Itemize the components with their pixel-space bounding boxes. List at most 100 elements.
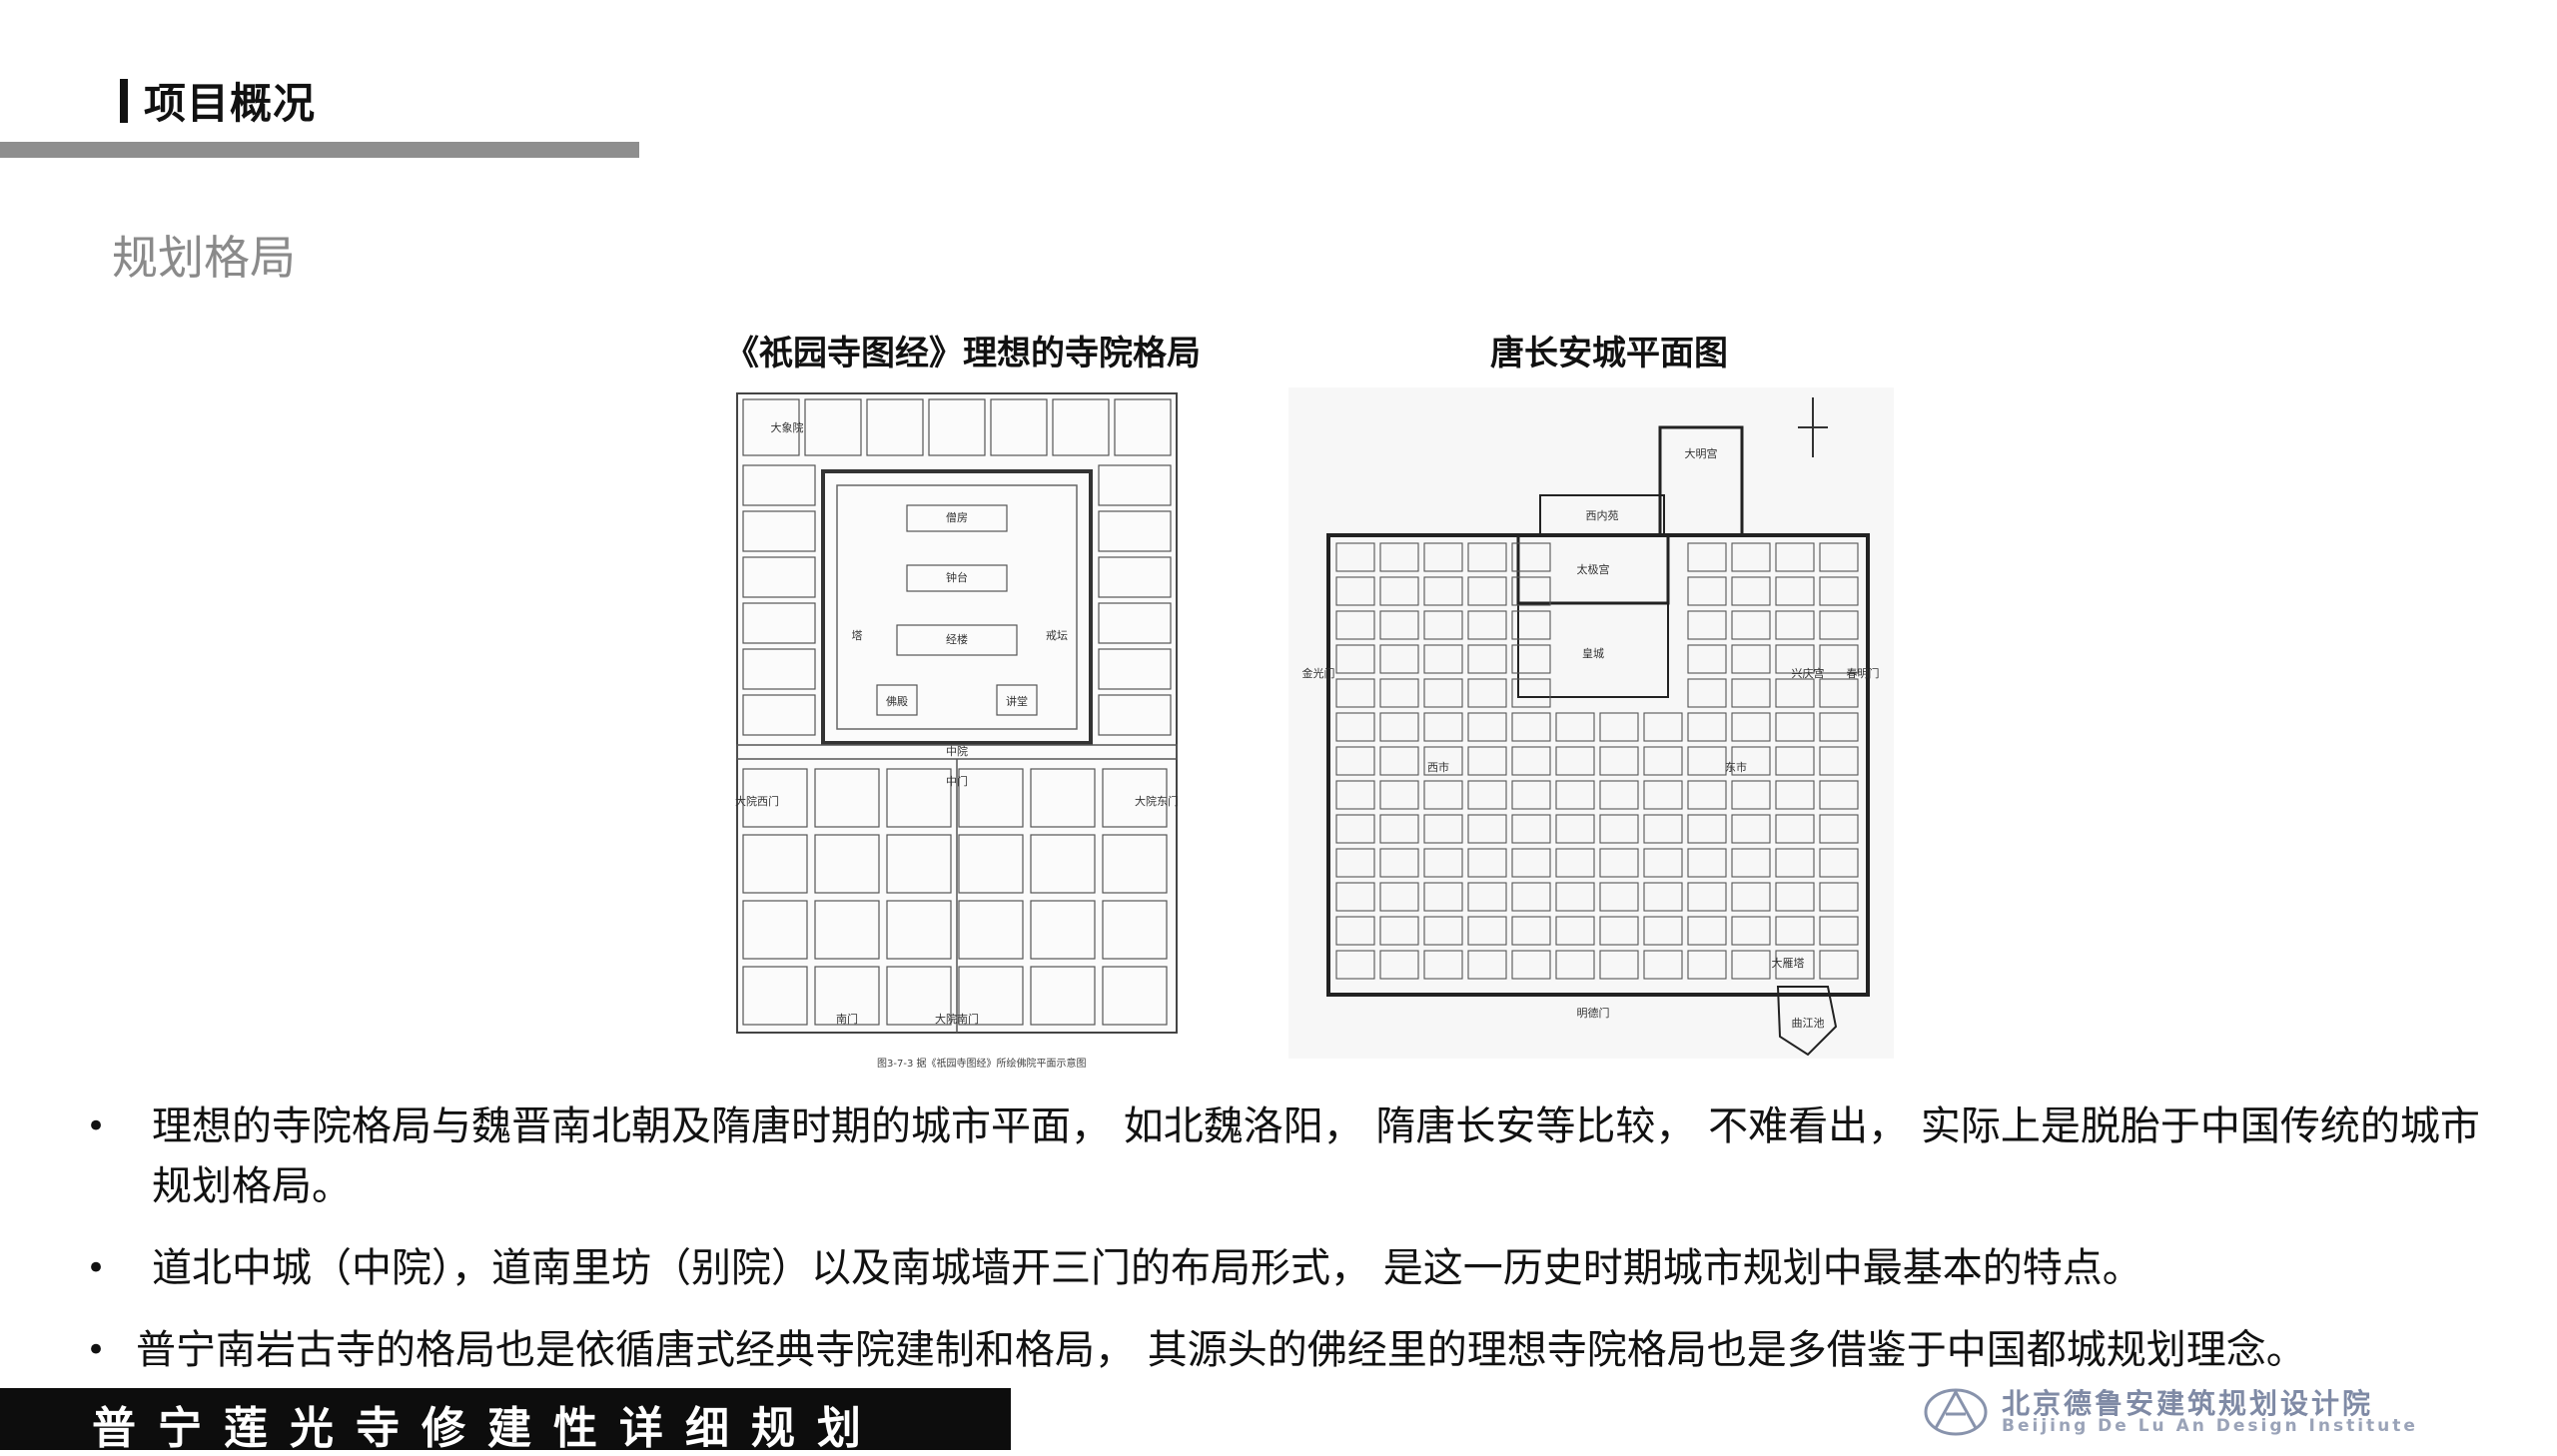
plan-cell xyxy=(1423,644,1463,674)
plan-cell xyxy=(1599,746,1639,776)
plan-cell xyxy=(1379,814,1419,844)
plan-cell xyxy=(1555,848,1595,878)
plan-cell xyxy=(1599,712,1639,742)
plan-cell xyxy=(1599,950,1639,980)
plan-cell xyxy=(1819,780,1859,810)
plan-cell xyxy=(1335,814,1375,844)
plan-cell xyxy=(1731,746,1771,776)
plan-cell xyxy=(1467,882,1507,912)
plan-cell xyxy=(742,510,816,552)
plan-cell xyxy=(1643,712,1683,742)
plan-cell xyxy=(1555,916,1595,946)
plan-cell xyxy=(1819,814,1859,844)
plan-cell xyxy=(1775,950,1815,980)
plan-cell xyxy=(1819,678,1859,708)
plan-cell xyxy=(1467,916,1507,946)
bullet-marker: • xyxy=(86,1330,107,1370)
plan-cell xyxy=(1643,882,1683,912)
plan-cell xyxy=(1775,712,1815,742)
plan-cell xyxy=(1423,950,1463,980)
plan-cell xyxy=(876,684,918,716)
plan-cell xyxy=(1687,848,1727,878)
plan-cell xyxy=(1379,916,1419,946)
bullet-item-1: • 理想的寺院格局与魏晋南北朝及隋唐时期的城市平面， 如北魏洛阳， 隋唐长安等比… xyxy=(86,1096,2483,1216)
plan-label: 曲江池 xyxy=(1792,1017,1825,1030)
plan-cell xyxy=(1511,678,1551,708)
left-figure-caption: 《祇园寺图经》理想的寺院格局 xyxy=(725,334,1201,373)
plan-cell xyxy=(906,564,1008,592)
plan-cell xyxy=(1599,848,1639,878)
plan-label: 太极宫 xyxy=(1577,562,1610,576)
right-figure-caption: 唐长安城平面图 xyxy=(1490,334,1728,373)
plan-cell xyxy=(1098,694,1172,736)
plan-cell xyxy=(866,398,924,456)
plan-cell xyxy=(1731,780,1771,810)
plan-label: 大象院 xyxy=(771,420,804,434)
plan-cell xyxy=(1379,746,1419,776)
plan-cell xyxy=(1379,610,1419,640)
plan-cell xyxy=(1511,950,1551,980)
plan-cell xyxy=(1731,712,1771,742)
plan-label: 大院东门 xyxy=(1135,794,1179,808)
plan-cell xyxy=(1819,610,1859,640)
plan-label: 大明宫 xyxy=(1685,446,1718,460)
plan-cell xyxy=(958,900,1024,960)
plan-cell xyxy=(1098,510,1172,552)
plan-cell xyxy=(1335,848,1375,878)
plan-cell xyxy=(1687,746,1727,776)
plan-cell xyxy=(1467,950,1507,980)
plan-cell xyxy=(886,900,952,960)
plan-cell xyxy=(1467,712,1507,742)
plan-cell xyxy=(1098,602,1172,644)
plan-cell xyxy=(1687,950,1727,980)
plan-cell xyxy=(1643,780,1683,810)
plan-cell xyxy=(1687,542,1727,572)
plan-cell xyxy=(1379,780,1419,810)
plan-cell xyxy=(1643,746,1683,776)
plan-cell xyxy=(742,556,816,598)
plan-cell xyxy=(1335,610,1375,640)
plan-cell xyxy=(1775,542,1815,572)
plan-label: 明德门 xyxy=(1577,1006,1610,1020)
plan-cell xyxy=(742,966,808,1026)
monastery-plan-figure: 大象院僧房钟台经楼佛殿讲堂中院中门大院南门南门大院东门大院西门塔戒坛 图3-7-… xyxy=(727,385,1187,1077)
plan-cell xyxy=(1423,678,1463,708)
plan-cell xyxy=(1643,950,1683,980)
plan-cell xyxy=(1775,678,1815,708)
plan-cell xyxy=(1379,678,1419,708)
plan-cell xyxy=(1687,916,1727,946)
plan-cell xyxy=(928,398,986,456)
plan-cell xyxy=(1819,882,1859,912)
section-title: 项目概况 xyxy=(144,79,317,128)
plan-cell xyxy=(1335,542,1375,572)
plan-cell xyxy=(1030,900,1096,960)
section-marker xyxy=(120,78,128,123)
plan-cell xyxy=(1467,644,1507,674)
plan-cell xyxy=(1819,916,1859,946)
plan-cell xyxy=(1819,712,1859,742)
plan-cell xyxy=(1511,610,1551,640)
institute-name-cn: 北京德鲁安建筑规划设计院 xyxy=(2002,1387,2374,1420)
bullet-text: 道北中城（中院），道南里坊（别院）以及南城墙开三门的布局形式， 是这一历史时期城… xyxy=(152,1245,2142,1291)
plan-cell xyxy=(1102,900,1168,960)
plan-cell xyxy=(1599,814,1639,844)
plan-cell xyxy=(1030,768,1096,828)
plan-cell xyxy=(1731,678,1771,708)
plan-cell xyxy=(1555,746,1595,776)
plan-label: 皇城 xyxy=(1582,646,1604,660)
changan-plan-figure: 大明宫西内苑太极宫皇城东市西市兴庆宫大雁塔曲江池明德门春明门金光门 xyxy=(1288,387,1894,1059)
plan-label: 西内苑 xyxy=(1586,508,1619,522)
plan-label: 僧房 xyxy=(946,511,968,524)
plan-cell xyxy=(1467,542,1507,572)
plan-cell xyxy=(1687,814,1727,844)
plan-cell xyxy=(1643,814,1683,844)
plan-cell xyxy=(1423,610,1463,640)
plan-cell xyxy=(1555,814,1595,844)
plan-cell xyxy=(1052,398,1110,456)
plan-cell xyxy=(1643,916,1683,946)
bullet-marker: • xyxy=(86,1248,107,1288)
plan-cell xyxy=(1379,644,1419,674)
plan-cell xyxy=(814,900,880,960)
plan-cell xyxy=(1599,780,1639,810)
